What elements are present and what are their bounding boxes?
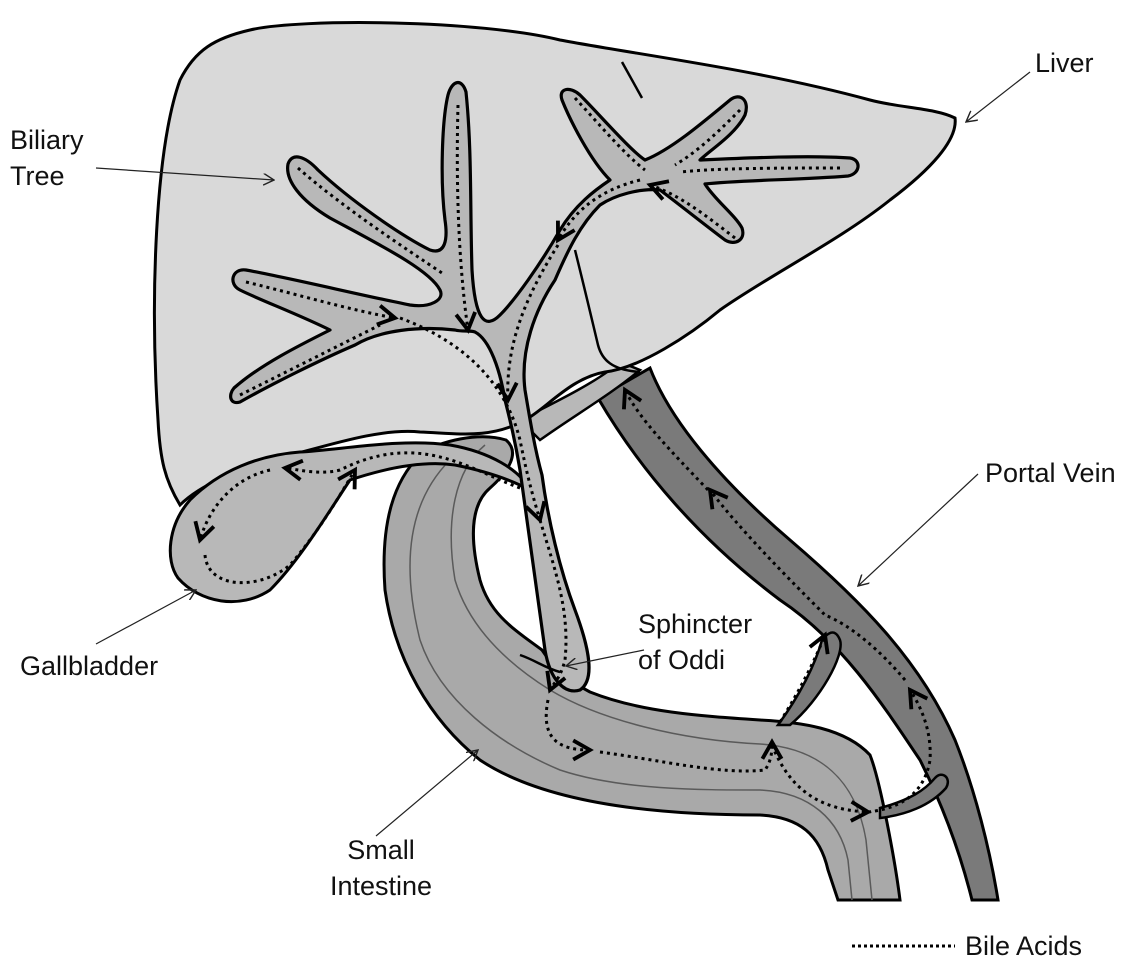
legend-label-bile-acids: Bile Acids bbox=[965, 928, 1082, 964]
label-small-intestine: Small Intestine bbox=[318, 832, 444, 904]
label-gallbladder: Gallbladder bbox=[20, 648, 158, 684]
label-sphincter-line1: Sphincter bbox=[638, 606, 752, 642]
label-small-intestine-line2: Intestine bbox=[318, 868, 444, 904]
pointer-gallbladder bbox=[96, 590, 196, 644]
pointer-small-intestine bbox=[376, 750, 478, 836]
label-biliary-tree: Biliary Tree bbox=[10, 122, 84, 194]
portal-vein-branch-upper bbox=[778, 633, 841, 726]
pointer-liver bbox=[966, 72, 1030, 122]
pointer-portal-vein bbox=[858, 474, 978, 586]
label-biliary-tree-line2: Tree bbox=[10, 158, 84, 194]
label-liver: Liver bbox=[1035, 45, 1094, 81]
label-small-intestine-line1: Small bbox=[318, 832, 444, 868]
label-biliary-tree-line1: Biliary bbox=[10, 122, 84, 158]
portal-vein-branch-lower bbox=[880, 775, 948, 818]
label-sphincter-line2: of Oddi bbox=[638, 642, 752, 678]
label-portal-vein: Portal Vein bbox=[985, 455, 1116, 491]
label-sphincter-of-oddi: Sphincter of Oddi bbox=[638, 606, 752, 678]
